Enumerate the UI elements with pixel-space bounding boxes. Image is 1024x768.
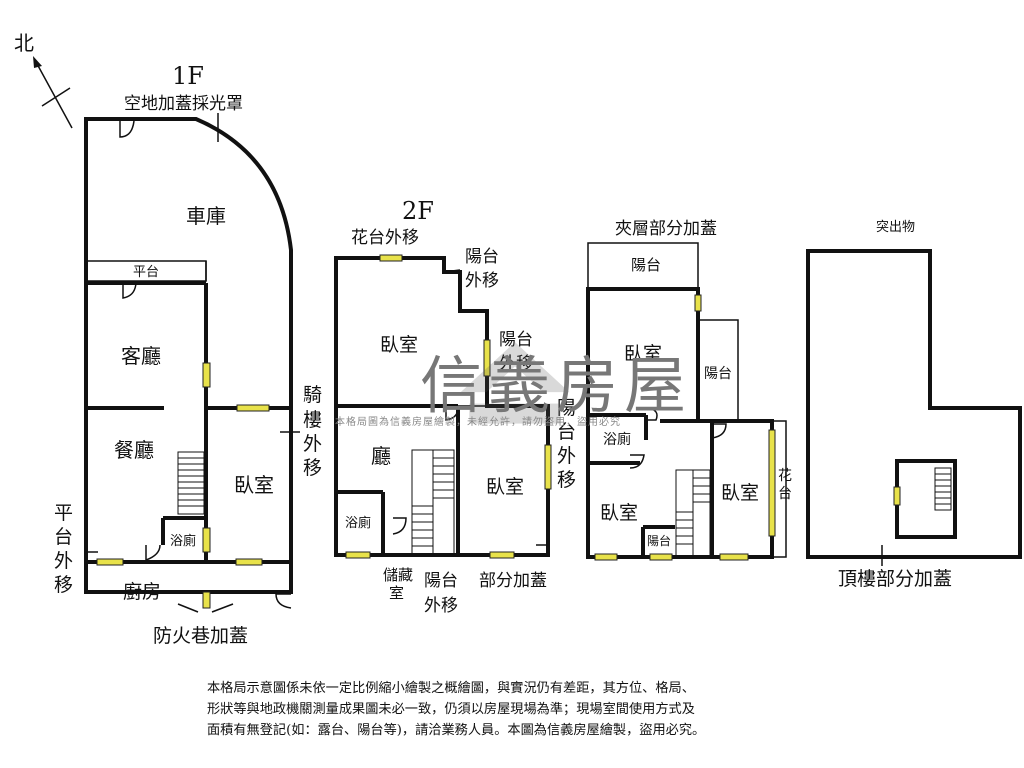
mezzanine-title: 夾層部分加蓋	[615, 219, 717, 239]
disclaimer-line-3: 面積有無登記(如：露台、陽台等)，請洽業務人員。本圖為信義房屋繪製，盜用必究。	[207, 723, 706, 738]
room-platform-1f: 平台	[133, 265, 159, 280]
compass: 北	[14, 31, 73, 129]
partial-note-2f: 部分加蓋	[479, 571, 547, 591]
fire-lane-note: 防火巷加蓋	[153, 625, 248, 647]
watermark-logo-icon	[460, 342, 570, 424]
room-bedroom-2f-b: 臥室	[486, 476, 524, 498]
mezz-bedroom-b: 臥室	[600, 502, 638, 524]
mezz-balcony-side: 陽台	[704, 366, 732, 382]
room-garage: 車庫	[186, 204, 226, 228]
balcony-note-2f-side: 陽台外移	[557, 397, 576, 491]
mezz-bedroom-c: 臥室	[721, 482, 759, 504]
stair-mezzanine	[675, 469, 711, 557]
platform-note-1f: 平台外移	[54, 502, 73, 596]
room-bedroom-2f-a: 臥室	[380, 334, 418, 356]
roof-protrusion-label: 突出物	[876, 219, 915, 235]
balcony-note-2f-bottom: 陽台外移	[424, 571, 458, 616]
stair-2f	[411, 449, 455, 555]
room-bath-1f: 浴廁	[170, 533, 196, 549]
room-living: 客廳	[121, 344, 161, 368]
disclaimer-line-2: 形狀等與地政機關測量成果圖未必一致，仍須以房屋現場為準；現場室間使用方式及	[207, 702, 695, 717]
watermark-subtext: 本格局圖為信義房屋繪製，未經允許，請勿盜用，盜用必究	[335, 417, 621, 428]
stair-1f	[177, 451, 205, 515]
compass-north-label: 北	[14, 31, 34, 55]
floor-roof: 突出物 頂樓部分加蓋	[806, 219, 1022, 590]
mezz-bedroom-a: 臥室	[624, 343, 662, 365]
room-kitchen: 廚房	[123, 580, 161, 603]
room-bath-2f: 浴廁	[345, 515, 371, 531]
floor-mezzanine: 夾層部分加蓋 陽台 臥室 陽台 浴廁 臥室	[586, 219, 792, 561]
planter-note-2f: 花台外移	[351, 228, 419, 248]
stair-roof	[934, 467, 952, 511]
watermark-brand: 信義房屋	[420, 349, 693, 422]
room-hall-2f: 廳	[371, 444, 391, 468]
room-storage-2f: 儲藏室	[383, 566, 413, 602]
balcony-note-2f-top: 陽台外移	[465, 247, 499, 291]
roof-partial-note: 頂樓部分加蓋	[838, 568, 952, 590]
room-bedroom-1f: 臥室	[234, 473, 274, 497]
floor-1f: 1F 空地加蓋採光罩	[54, 62, 322, 647]
arcade-note: 騎樓外移	[303, 384, 322, 479]
mezz-bath: 浴廁	[603, 431, 631, 448]
floor-2f-title: 2F	[402, 197, 434, 225]
room-dining: 餐廳	[114, 438, 154, 462]
floor-2f: 2F 花台外移 臥室 廳 臥室 浴廁 儲藏室	[334, 197, 576, 616]
disclaimer: 本格局示意圖係未依一定比例縮小繪製之概繪圖，與實況仍有差距，其方位、格局、 形狀…	[207, 678, 827, 741]
mezz-balcony-top: 陽台	[631, 256, 661, 274]
balcony-note-2f-mid: 陽台外移	[499, 330, 533, 374]
floor-1f-skylight-note: 空地加蓋採光罩	[124, 94, 243, 114]
mezz-planter: 花台	[778, 468, 792, 502]
mezz-balcony-small: 陽台	[647, 533, 671, 548]
floor-1f-title: 1F	[172, 62, 204, 90]
disclaimer-line-1: 本格局示意圖係未依一定比例縮小繪製之概繪圖，與實況仍有差距，其方位、格局、	[207, 681, 695, 696]
